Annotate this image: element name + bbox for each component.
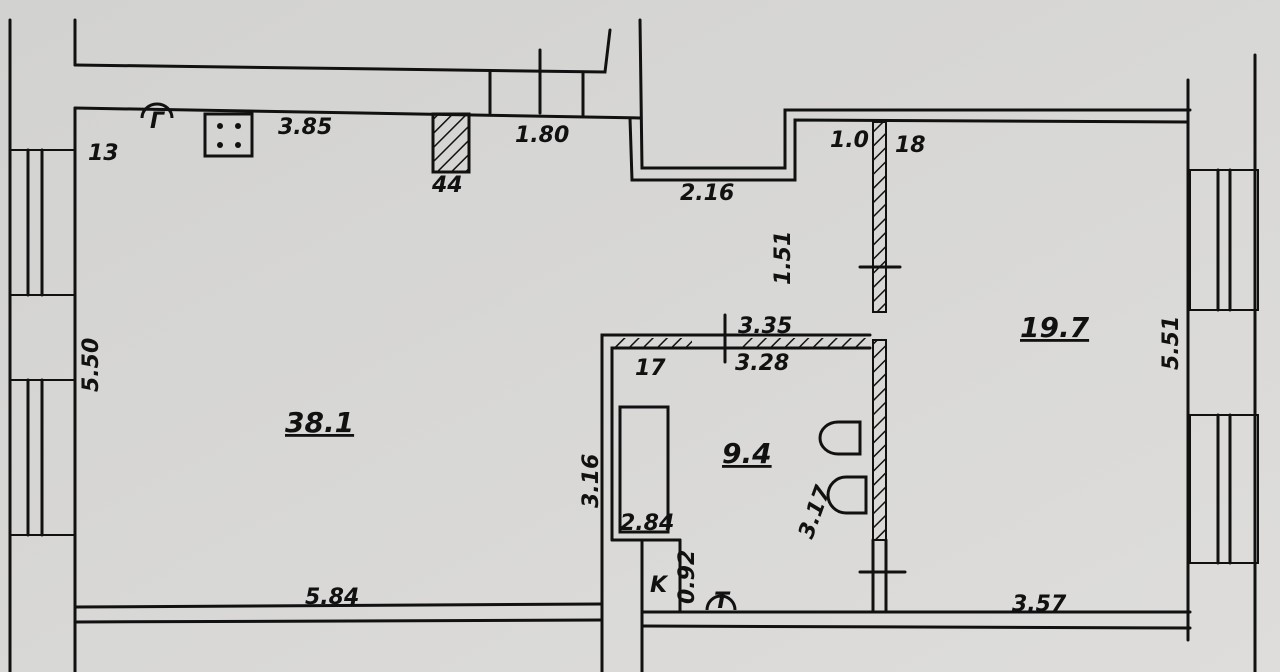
bathtub [618,405,670,534]
svg-text:3.35: 3.35 [738,314,792,339]
room-area-bathroom: 9.4 [722,437,772,470]
svg-text:2.16: 2.16 [680,181,734,206]
svg-text:5.84: 5.84 [305,585,359,610]
svg-text:1.51: 1.51 [771,231,796,285]
kitchen-socket-icon: Г [140,102,174,134]
svg-text:17: 17 [635,356,666,381]
svg-text:3.85: 3.85 [278,115,332,140]
svg-text:2.84: 2.84 [620,511,674,536]
closet-label: K [650,573,669,598]
svg-text:3.16: 3.16 [579,454,604,508]
svg-text:44: 44 [431,173,463,198]
svg-text:5.50: 5.50 [79,338,104,392]
toilet-icon [826,475,868,515]
room-area-bedroom: 19.7 [1020,311,1090,344]
room-area-living: 38.1 [285,406,354,439]
svg-text:3.57: 3.57 [1012,592,1067,617]
svg-text:0.92: 0.92 [675,550,700,604]
walls [8,18,1259,672]
svg-text:1.0: 1.0 [830,128,869,153]
chimney [431,112,471,174]
labels: 38.1 9.4 19.7 3.85 1.80 2.16 1.0 18 13 4… [79,115,1184,617]
svg-text:Г: Г [150,109,165,134]
svg-text:13: 13 [88,141,119,166]
svg-text:3.28: 3.28 [735,351,789,376]
svg-text:1.80: 1.80 [515,123,569,148]
sink-icon [818,420,862,456]
bath-socket-icon: T [705,589,737,614]
svg-text:18: 18 [895,133,926,158]
stove-icon [203,112,254,158]
svg-text:5.51: 5.51 [1159,316,1184,370]
svg-text:T: T [714,589,731,614]
